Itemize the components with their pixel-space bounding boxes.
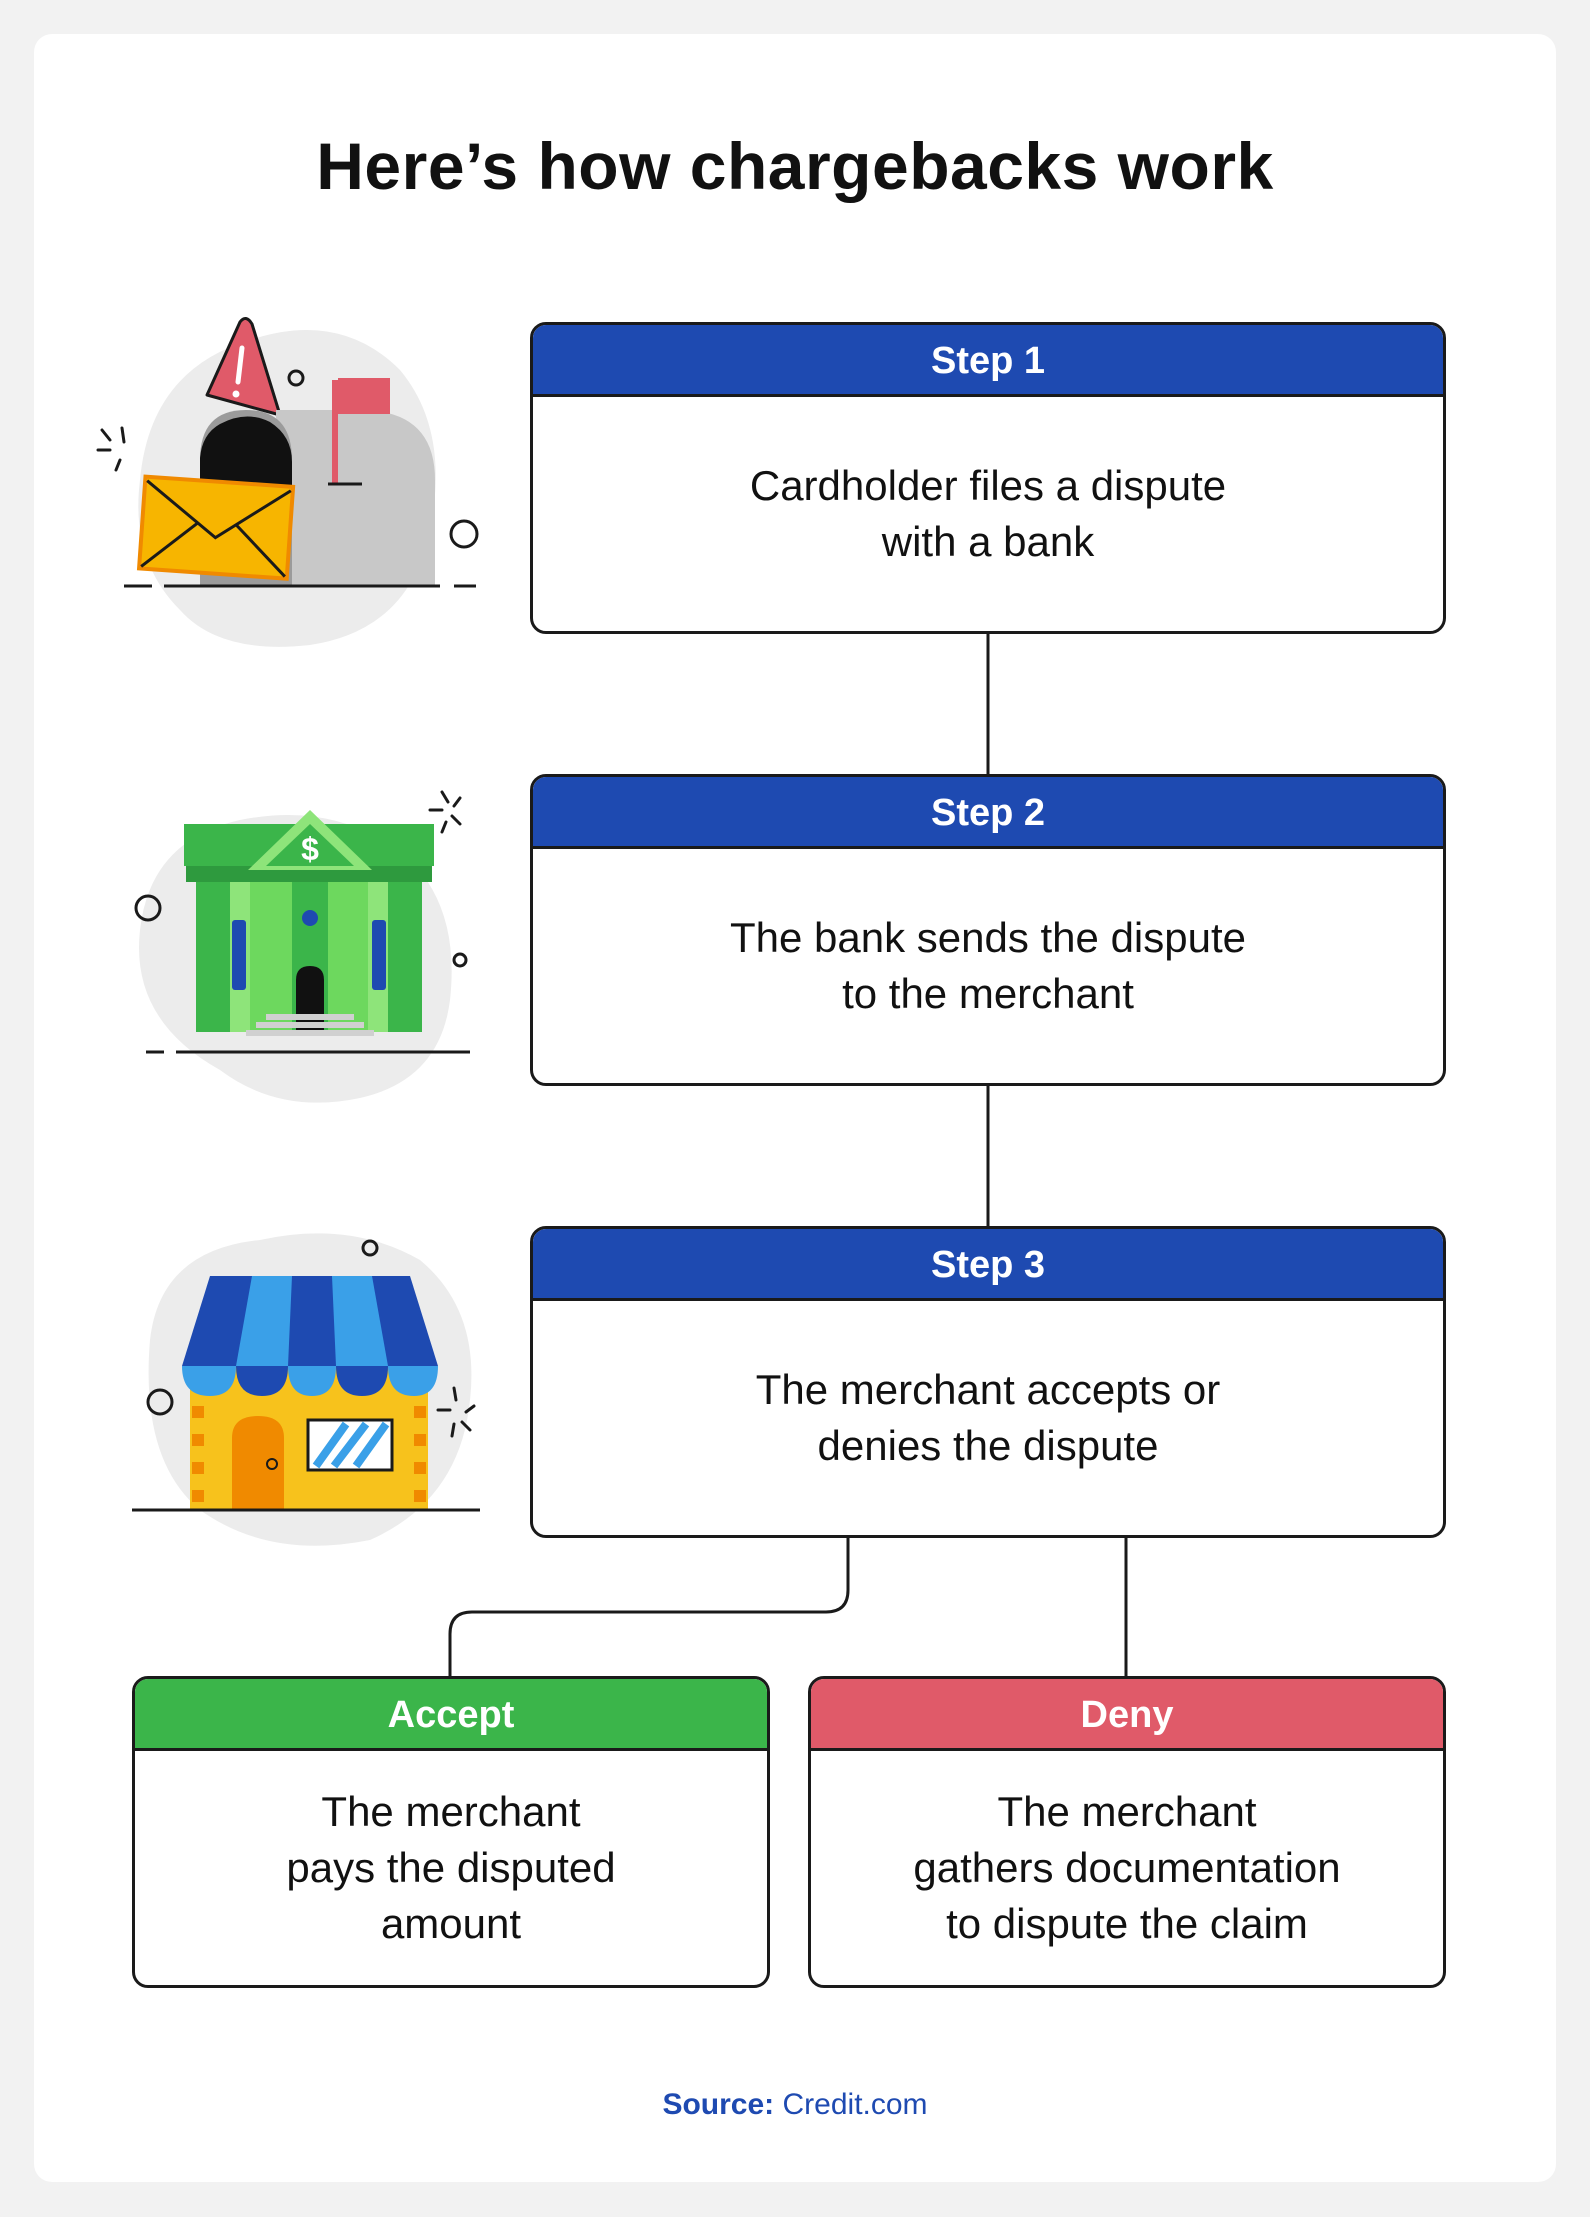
- step-3-body: The merchant accepts or denies the dispu…: [533, 1301, 1443, 1535]
- deny-box: Deny The merchant gathers documentation …: [808, 1676, 1446, 1988]
- step-3-text-line1: The merchant accepts or: [755, 1366, 1221, 1413]
- deny-body: The merchant gathers documentation to di…: [811, 1751, 1443, 1985]
- accept-text-line3: amount: [380, 1900, 522, 1947]
- step-1-body: Cardholder files a dispute with a bank: [533, 397, 1443, 631]
- bank-building-icon: $: [134, 790, 470, 1103]
- accept-box: Accept The merchant pays the disputed am…: [132, 1676, 770, 1988]
- deny-text-line3: to dispute the claim: [946, 1900, 1308, 1947]
- step-1-text-line2: with a bank: [881, 518, 1095, 565]
- storefront-icon: [132, 1233, 480, 1546]
- step-2-header: Step 2: [533, 777, 1443, 849]
- step-2-text-line2: to the merchant: [842, 970, 1134, 1017]
- source-credit: Source: Credit.com: [0, 2088, 1590, 2122]
- deny-text-line2: gathers documentation: [913, 1844, 1341, 1891]
- step-2-text-line1: The bank sends the dispute: [729, 914, 1247, 961]
- step-3-header: Step 3: [533, 1229, 1443, 1301]
- deny-header: Deny: [811, 1679, 1443, 1751]
- step-3-box: Step 3 The merchant accepts or denies th…: [530, 1226, 1446, 1538]
- step-1-box: Step 1 Cardholder files a dispute with a…: [530, 322, 1446, 634]
- svg-text:$: $: [301, 831, 319, 867]
- step-3-text-line2: denies the dispute: [817, 1422, 1159, 1469]
- deny-text-line1: The merchant: [997, 1788, 1257, 1835]
- step-1-text-line1: Cardholder files a dispute: [749, 462, 1227, 509]
- accept-header: Accept: [135, 1679, 767, 1751]
- connector-step3-accept: [448, 1538, 850, 1676]
- page-title: Here’s how chargebacks work: [316, 129, 1274, 203]
- step-1-header: Step 1: [533, 325, 1443, 397]
- source-prefix: Source:: [662, 2088, 775, 2121]
- accept-text-line1: The merchant: [321, 1788, 581, 1835]
- source-name: Credit.com: [782, 2088, 928, 2121]
- accept-body: The merchant pays the disputed amount: [135, 1751, 767, 1985]
- step-2-body: The bank sends the dispute to the mercha…: [533, 849, 1443, 1083]
- mailbox-alert-icon: [96, 317, 479, 647]
- accept-text-line2: pays the disputed: [286, 1844, 616, 1891]
- step-2-box: Step 2 The bank sends the dispute to the…: [530, 774, 1446, 1086]
